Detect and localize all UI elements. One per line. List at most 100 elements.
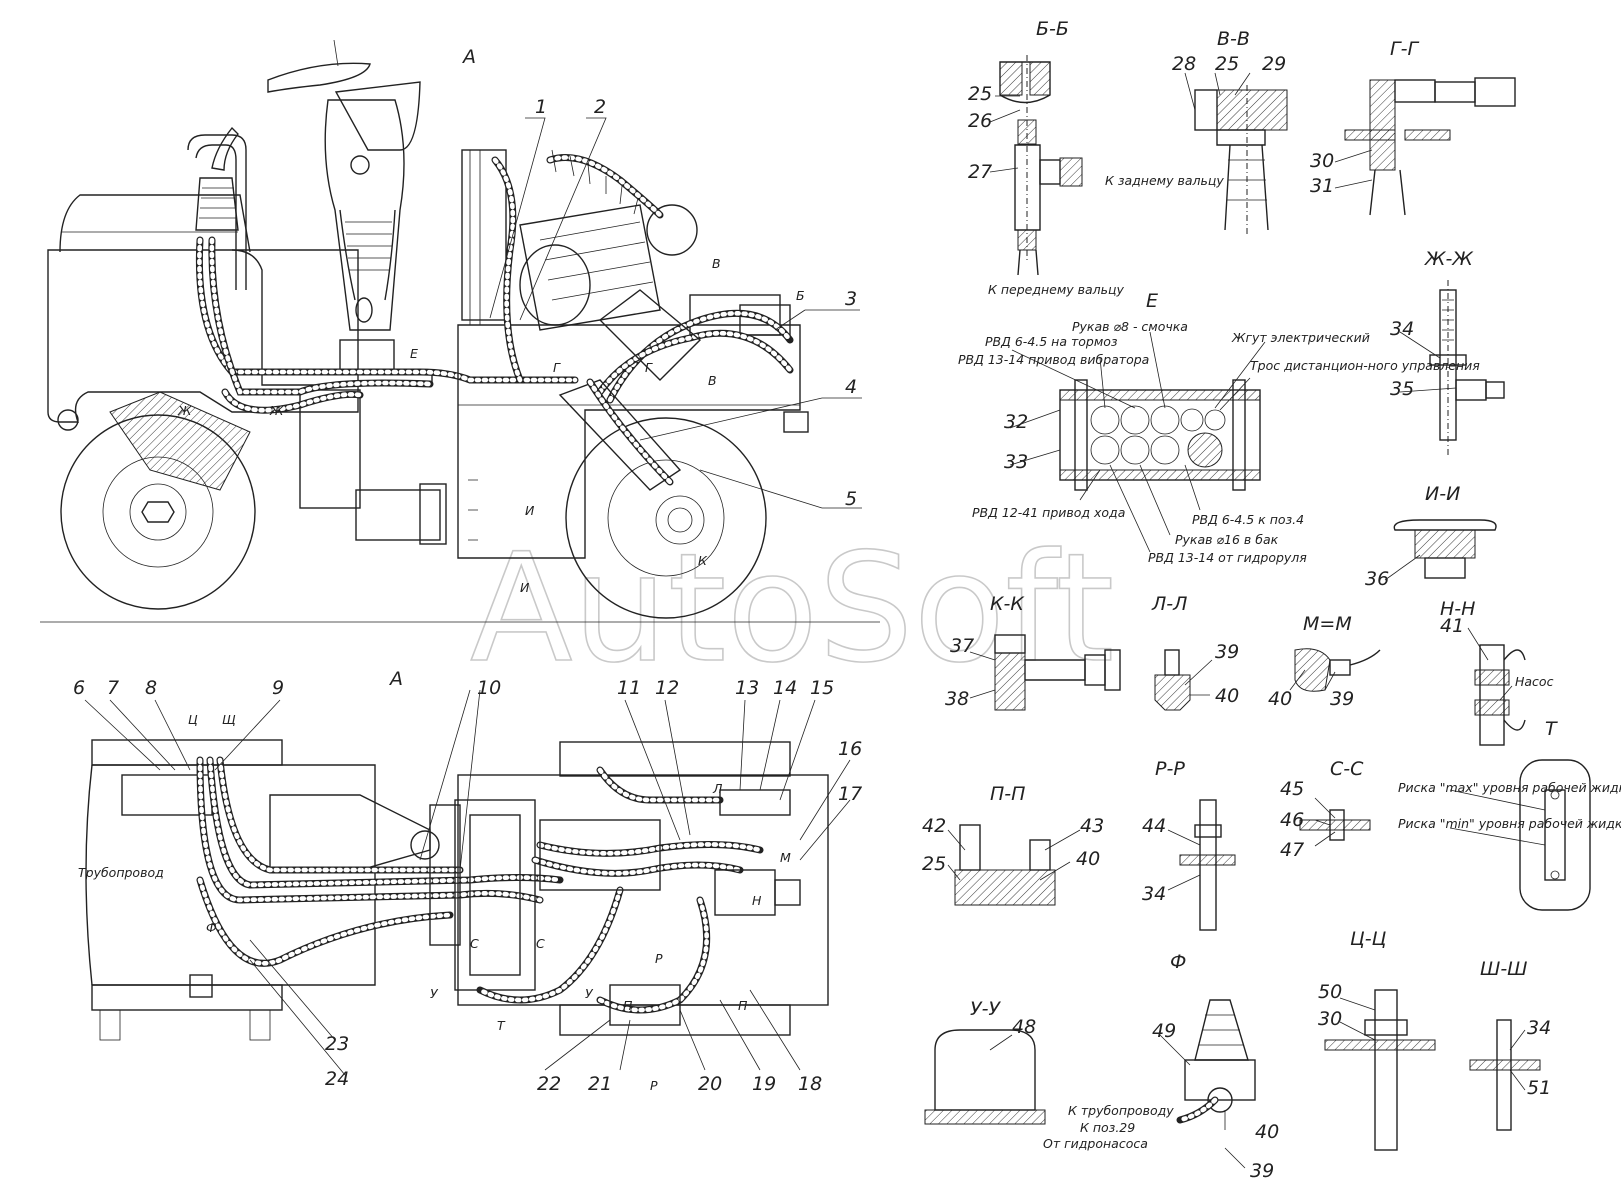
cut-mark: К [698, 553, 708, 568]
section-u-u [924, 1029, 1046, 1125]
section-s-s [1299, 809, 1371, 841]
plan-view [85, 739, 829, 1041]
callout-34-repeat: 34 [1527, 1017, 1551, 1039]
cut-mark: Г [645, 360, 653, 375]
note-max-level: Риска "max" уровня рабочей жидкости [1398, 780, 1621, 795]
note-front-roller: К переднему вальцу [988, 282, 1125, 297]
note-cable: Трос дистанцион-ного управления [1250, 358, 1480, 373]
callout-25: 25 [968, 83, 992, 105]
cut-mark: Р [655, 951, 663, 966]
note-rvd-vibr: РВД 13-14 привод вибратора [958, 352, 1149, 367]
section-sh-sh [1469, 1019, 1541, 1131]
callout-19: 19 [752, 1073, 776, 1095]
callout-24: 24 [325, 1068, 349, 1090]
callout-27: 27 [968, 161, 992, 183]
note-pump: Насос [1515, 674, 1554, 689]
section-title-s-s: С-С [1330, 758, 1364, 780]
section-title-ts-ts: Ц-Ц [1350, 928, 1387, 950]
callout-26: 26 [968, 110, 992, 132]
callout-12: 12 [655, 677, 679, 699]
callout-48: 48 [1012, 1016, 1036, 1038]
section-title-i-i: И-И [1425, 483, 1460, 505]
cut-mark: Ж [177, 403, 192, 418]
section-g-g [1344, 77, 1516, 216]
section-ts-ts [1324, 989, 1436, 1151]
callout-18: 18 [798, 1073, 822, 1095]
section-t [1519, 759, 1591, 911]
view-label-section-e: Е [1146, 290, 1158, 312]
section-title-g-g: Г-Г [1390, 38, 1419, 60]
callout-17: 17 [838, 783, 862, 805]
callout-14: 14 [773, 677, 797, 699]
cut-mark: Б [796, 288, 805, 303]
section-v-v [1194, 85, 1288, 235]
callout-39-repeat: 39 [1250, 1160, 1274, 1182]
cut-mark: И [525, 503, 535, 518]
section-title-p-p: П-П [990, 783, 1025, 805]
section-zh-zh [1429, 280, 1505, 455]
callout-16: 16 [838, 738, 862, 760]
cut-mark: У [430, 986, 439, 1001]
callout-44: 44 [1142, 815, 1166, 837]
cut-mark: В [712, 256, 721, 271]
callout-7: 7 [107, 677, 119, 699]
callout-50: 50 [1318, 981, 1342, 1003]
callout-5: 5 [845, 488, 857, 510]
section-n-n [1474, 644, 1526, 746]
section-title-v-v: В-В [1217, 28, 1250, 50]
note-to-pipeline: К трубопроводу [1068, 1103, 1174, 1118]
callout-38: 38 [945, 688, 969, 710]
leader-lines [84, 72, 1546, 1169]
view-label-plan: А [388, 668, 403, 690]
cut-mark: У [585, 986, 594, 1001]
section-title-b-b: Б-Б [1036, 18, 1069, 40]
callout-25-repeat: 25 [1215, 53, 1239, 75]
callout-40-repeat: 40 [1268, 688, 1292, 710]
cut-mark: Е [410, 346, 418, 361]
section-title-n-n: Н-Н [1440, 598, 1475, 620]
note-rvd-drive: РВД 12-41 привод хода [972, 505, 1125, 520]
section-title-t: Т [1545, 718, 1558, 740]
callout-30-repeat: 30 [1318, 1008, 1342, 1030]
callout-9: 9 [272, 677, 284, 699]
cut-mark: М [780, 850, 791, 865]
note-rvd-steer: РВД 13-14 от гидроруля [1148, 550, 1307, 565]
callout-39: 39 [1215, 641, 1239, 663]
callout-49: 49 [1152, 1020, 1176, 1042]
callout-28: 28 [1172, 53, 1196, 75]
callout-6: 6 [73, 677, 85, 699]
callout-36: 36 [1365, 568, 1389, 590]
section-f [1176, 999, 1256, 1124]
callout-43: 43 [1080, 815, 1104, 837]
callout-11: 11 [617, 677, 641, 699]
section-title-u-u: У-У [970, 998, 1001, 1020]
callout-13: 13 [735, 677, 759, 699]
section-title-sh-sh: Ш-Ш [1480, 958, 1528, 980]
cut-mark: Ф [206, 920, 217, 935]
callout-35: 35 [1390, 378, 1414, 400]
callout-2: 2 [594, 96, 606, 118]
cut-mark: Т [497, 1018, 506, 1033]
note-from-pump: От гидронасоса [1043, 1136, 1148, 1151]
section-i-i [1393, 519, 1497, 579]
section-title-m-m: М=М [1303, 613, 1352, 635]
callout-30: 30 [1310, 150, 1334, 172]
cut-mark: Г [553, 360, 561, 375]
note-hose16: Рукав ⌀16 в бак [1175, 532, 1279, 547]
callout-40-repeat: 40 [1076, 848, 1100, 870]
note-pipeline: Трубопровод [78, 865, 164, 880]
side-view [40, 39, 880, 623]
section-e [1059, 379, 1261, 491]
cut-marks: Е Г Г В В Б Ж Ж И И К Ц Щ Ф С С У У Т П … [177, 256, 805, 1093]
callout-42: 42 [922, 815, 946, 837]
section-titles: Б-Б В-В Г-Г Ж-Ж И-И К-К Л-Л М=М Н-Н П-П … [388, 18, 1558, 1020]
section-title-l-l: Л-Л [1151, 593, 1187, 615]
cut-mark: Л [712, 781, 723, 796]
cut-mark: П [738, 998, 748, 1013]
callout-8: 8 [145, 677, 157, 699]
note-rear-roller: К заднему вальцу [1105, 173, 1224, 188]
cut-mark: Ц [188, 712, 198, 727]
callout-25-repeat: 25 [922, 853, 946, 875]
callout-46: 46 [1280, 809, 1304, 831]
cut-mark: И [520, 580, 530, 595]
